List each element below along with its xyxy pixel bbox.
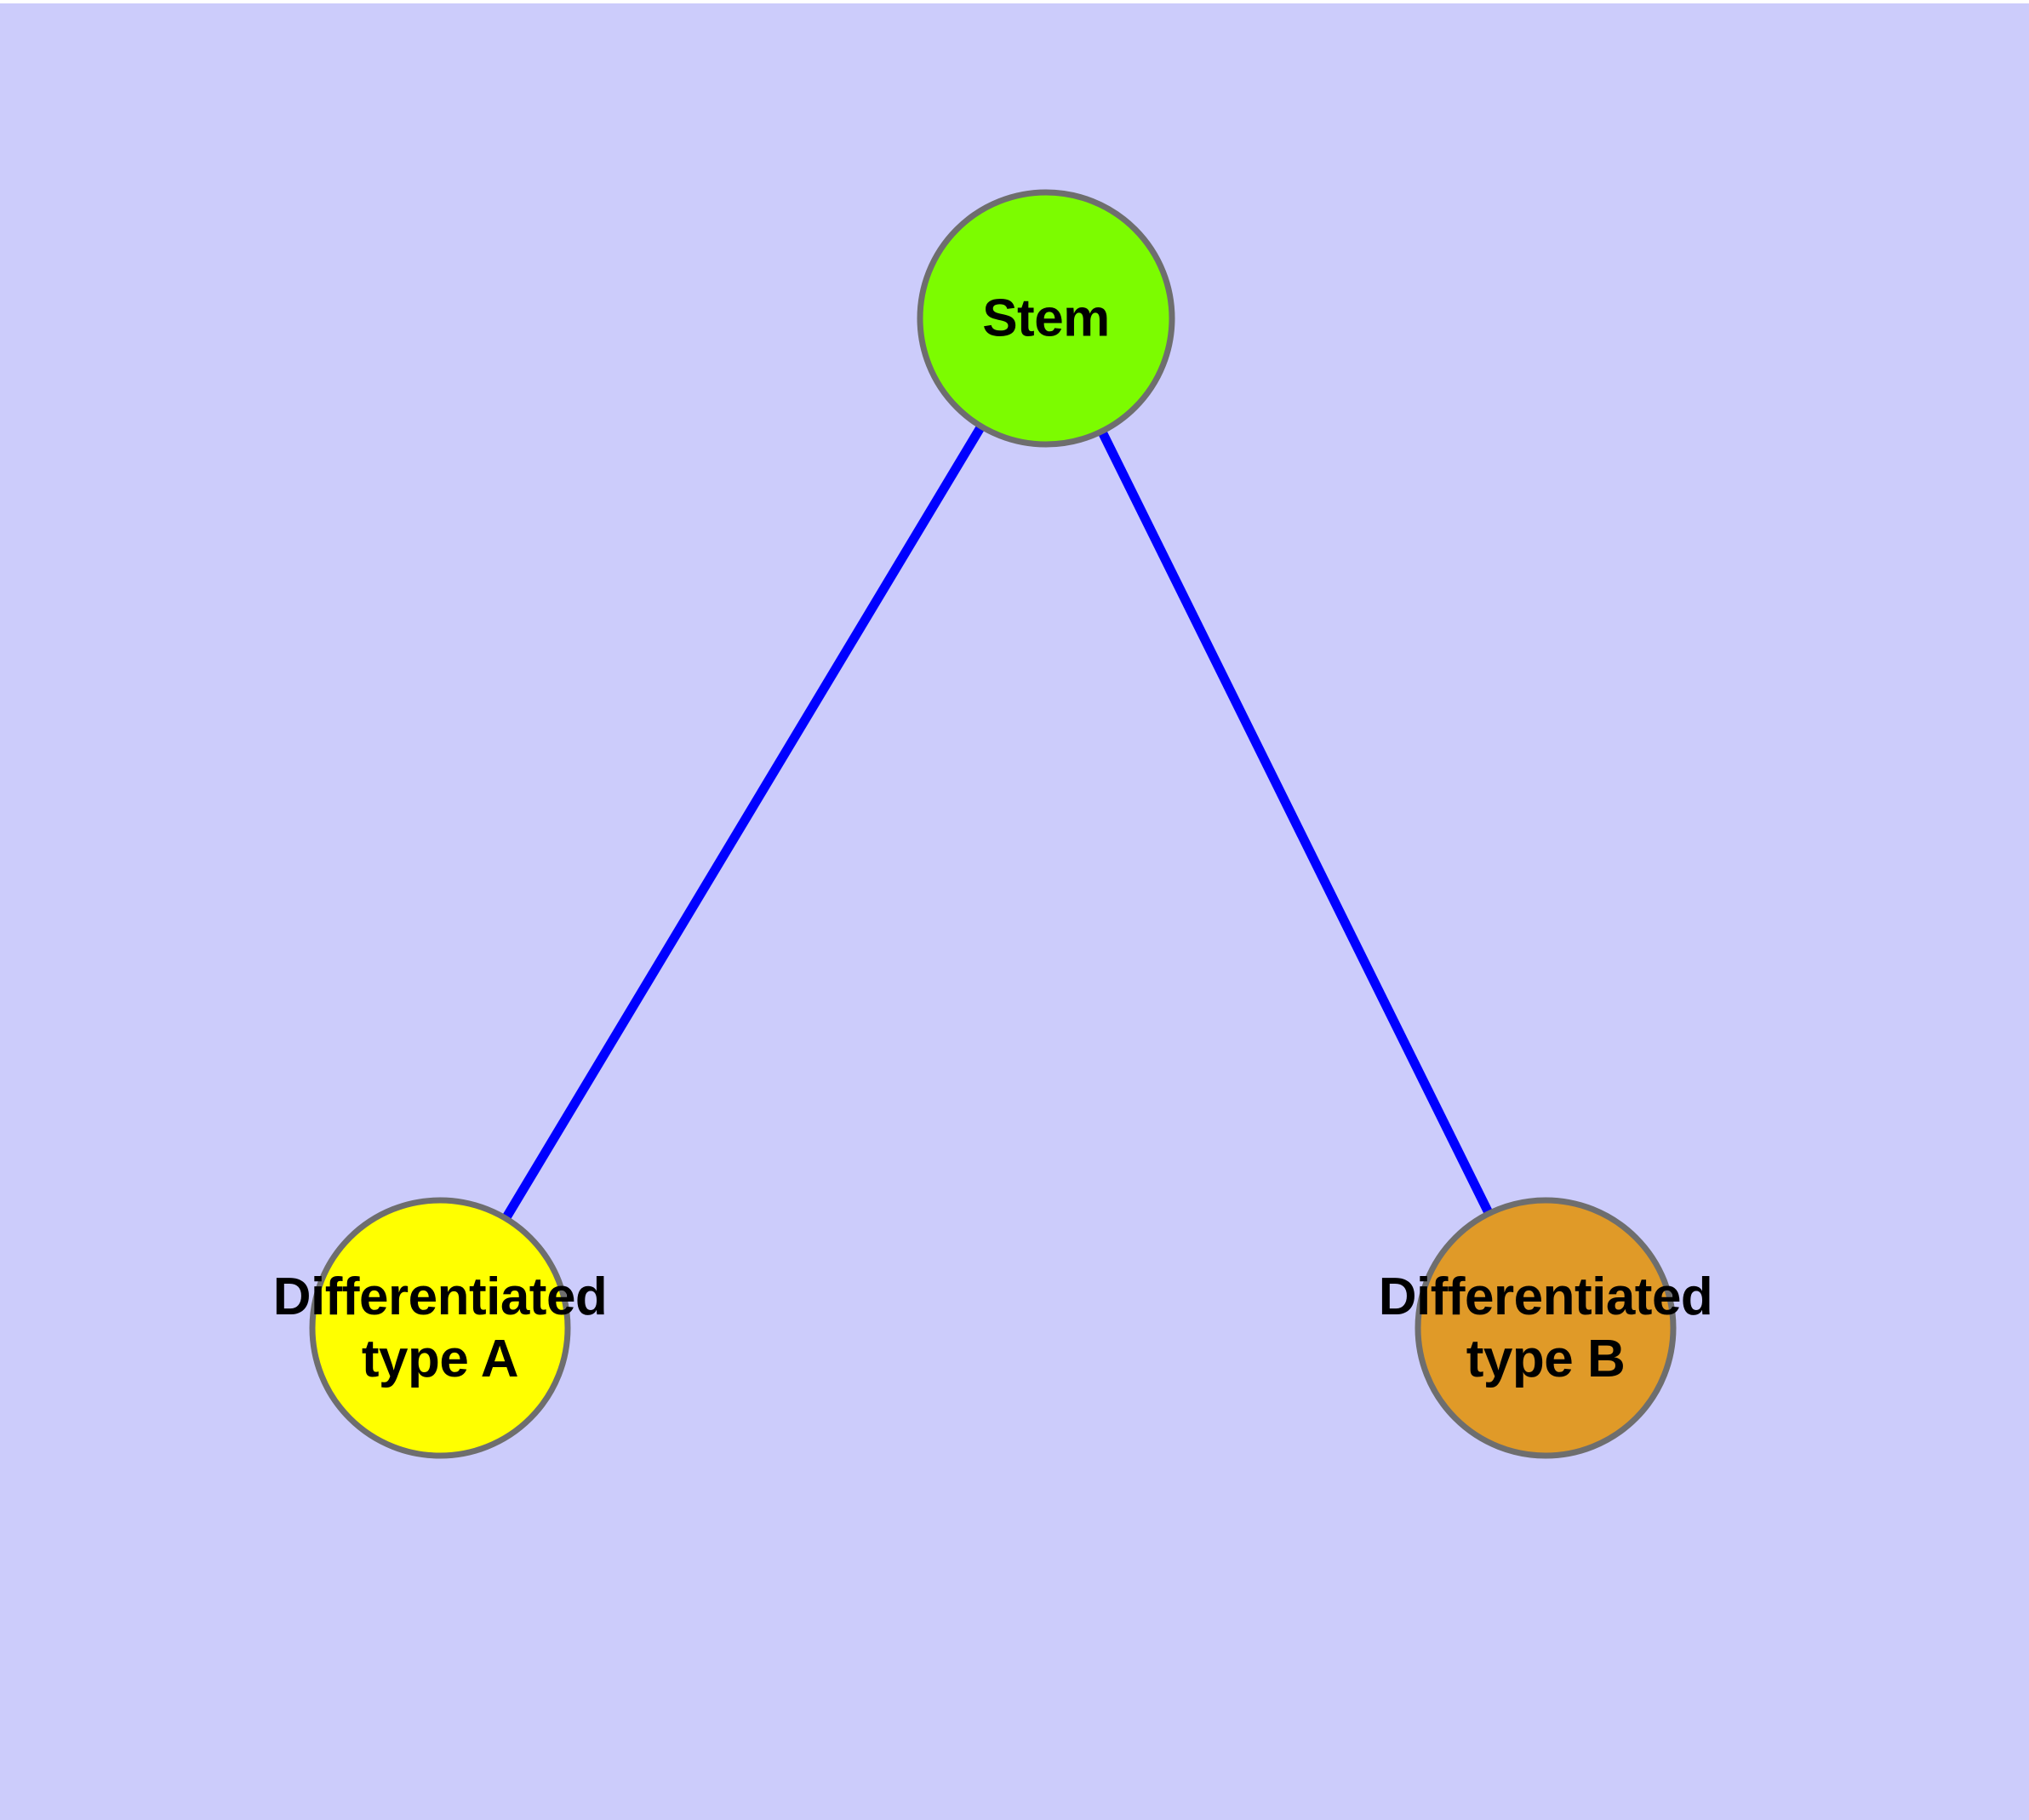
graph-node-diff_a[interactable] bbox=[309, 1197, 571, 1459]
graph-edge-stem-diff_b bbox=[1095, 424, 1496, 1221]
nodes-group bbox=[309, 189, 1677, 1459]
graph-edge-stem-diff_a bbox=[499, 419, 988, 1226]
graph-node-diff_b[interactable] bbox=[1415, 1197, 1677, 1459]
edges-group bbox=[499, 419, 1496, 1226]
graph-node-stem[interactable] bbox=[917, 189, 1175, 448]
